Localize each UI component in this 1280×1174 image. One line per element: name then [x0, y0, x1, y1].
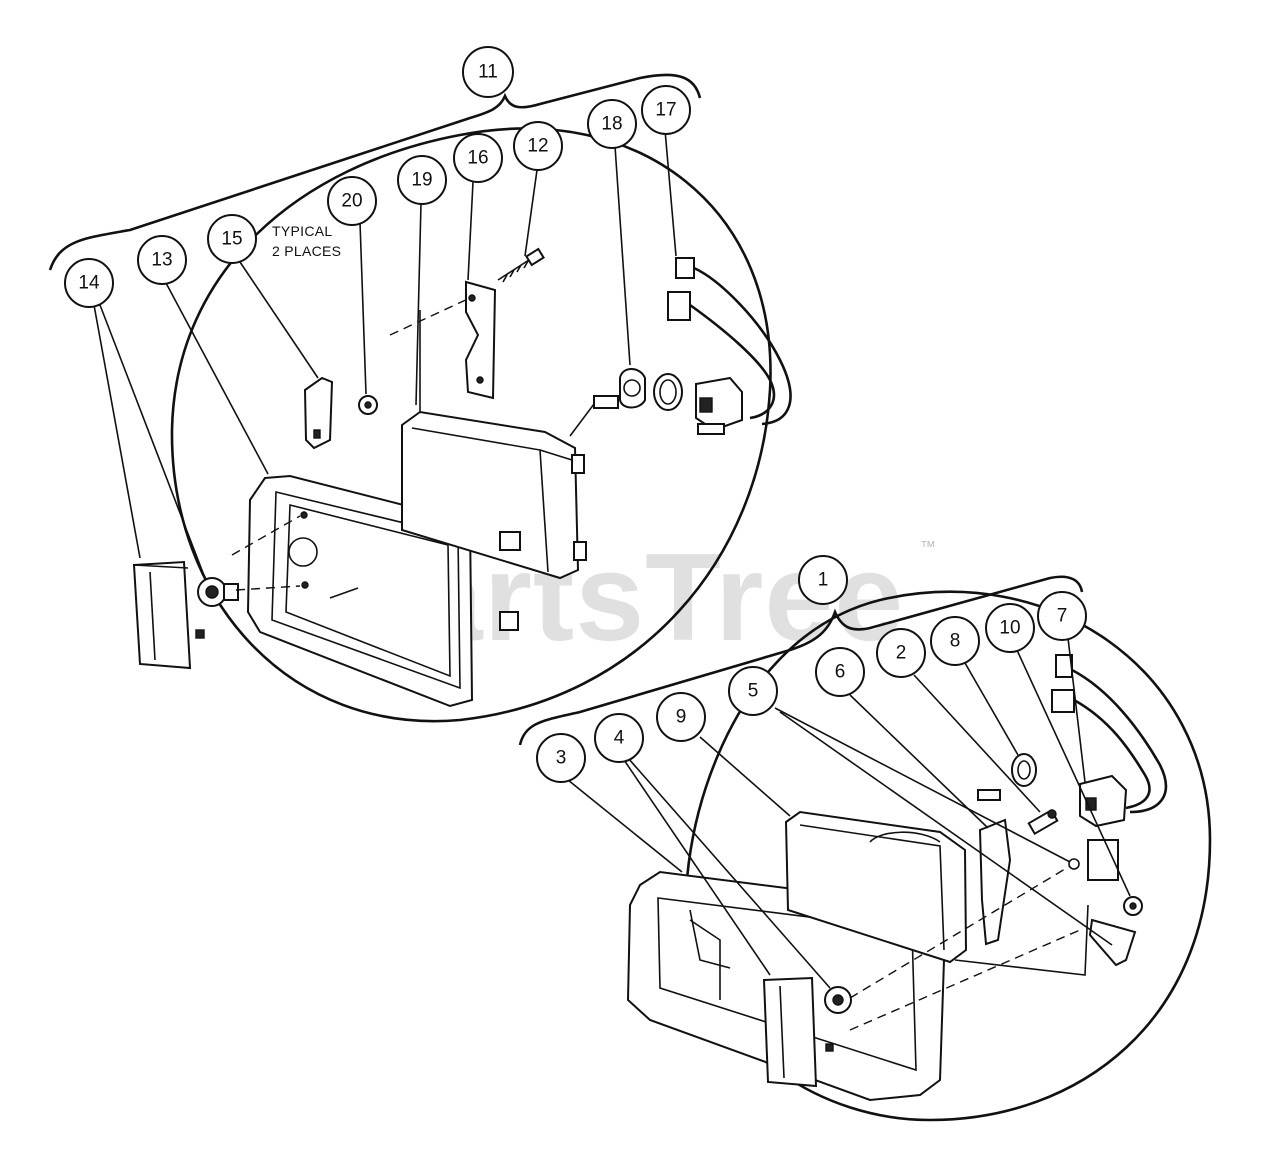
note-line-2: 2 PLACES	[272, 243, 341, 259]
callout-20-label: 20	[341, 191, 362, 212]
part-7-connector-b	[1051, 689, 1075, 713]
callout-12: 12	[513, 121, 563, 171]
callout-13: 13	[137, 235, 187, 285]
callout-18: 18	[587, 99, 637, 149]
callout-8-label: 8	[950, 631, 961, 652]
part-15-bracket	[303, 376, 334, 450]
callout-3: 3	[536, 733, 586, 783]
typical-note: TYPICAL 2 PLACES	[272, 223, 341, 259]
lower-assembly	[518, 575, 1212, 1122]
callout-1: 1	[798, 555, 848, 605]
part-8-bulb	[1011, 753, 1037, 787]
callout-10-label: 10	[999, 618, 1020, 639]
callout-2: 2	[876, 628, 926, 678]
callout-7: 7	[1037, 591, 1087, 641]
callout-14-label: 14	[78, 273, 100, 294]
part-4-lens	[762, 976, 818, 1088]
callout-4: 4	[594, 713, 644, 763]
callout-6: 6	[815, 647, 865, 697]
upper-bracket-line	[48, 73, 702, 271]
callout-19-label: 19	[411, 170, 432, 191]
callout-12-label: 12	[527, 136, 548, 157]
callout-19: 19	[397, 155, 447, 205]
callout-15-label: 15	[221, 229, 242, 250]
callout-9: 9	[656, 692, 706, 742]
callout-10: 10	[985, 603, 1035, 653]
watermark-trademark: ™	[920, 539, 936, 556]
note-line-1: TYPICAL	[272, 223, 332, 239]
callout-17-label: 17	[655, 100, 676, 121]
callout-13-label: 13	[151, 250, 172, 271]
callout-2-label: 2	[896, 643, 907, 664]
callout-20: 20	[327, 176, 377, 226]
callout-3-label: 3	[556, 748, 567, 769]
part-14-lens	[132, 560, 192, 670]
part-9-headlamp	[784, 810, 968, 964]
callout-11-label: 11	[478, 62, 498, 83]
callout-14: 14	[64, 258, 114, 308]
part-6-bracket	[978, 818, 1012, 946]
part-7-harness	[1071, 668, 1168, 814]
callout-16-label: 16	[467, 148, 488, 169]
part-17-harness	[689, 266, 792, 426]
callout-5-label: 5	[748, 681, 759, 702]
part-16-strap	[464, 280, 497, 400]
upper-assembly	[48, 73, 792, 723]
leader-lines	[93, 129, 1131, 989]
callout-5: 5	[728, 666, 778, 716]
callout-7-label: 7	[1057, 606, 1068, 627]
callout-11: 11	[462, 46, 514, 98]
part-17-connector-a	[675, 257, 695, 279]
part-19-headlamp	[401, 410, 580, 580]
upper-detail-circle	[170, 127, 772, 723]
callout-17: 17	[641, 85, 691, 135]
callout-4-label: 4	[614, 728, 625, 749]
callout-1-label: 1	[818, 570, 829, 591]
callout-16: 16	[453, 133, 503, 183]
part-18-bulb	[619, 368, 646, 409]
callout-9-label: 9	[676, 707, 687, 728]
part-17-socket	[695, 376, 743, 432]
part-12-screw	[497, 257, 533, 281]
lower-bracket-line	[518, 575, 1084, 746]
part-5-bracket	[1088, 918, 1137, 967]
callout-8: 8	[930, 616, 980, 666]
lower-detail-circle	[684, 590, 1212, 1122]
part-17-connector-b	[667, 291, 691, 321]
callout-18-label: 18	[601, 114, 622, 135]
callout-15: 15	[207, 214, 257, 264]
callout-6-label: 6	[835, 662, 846, 683]
